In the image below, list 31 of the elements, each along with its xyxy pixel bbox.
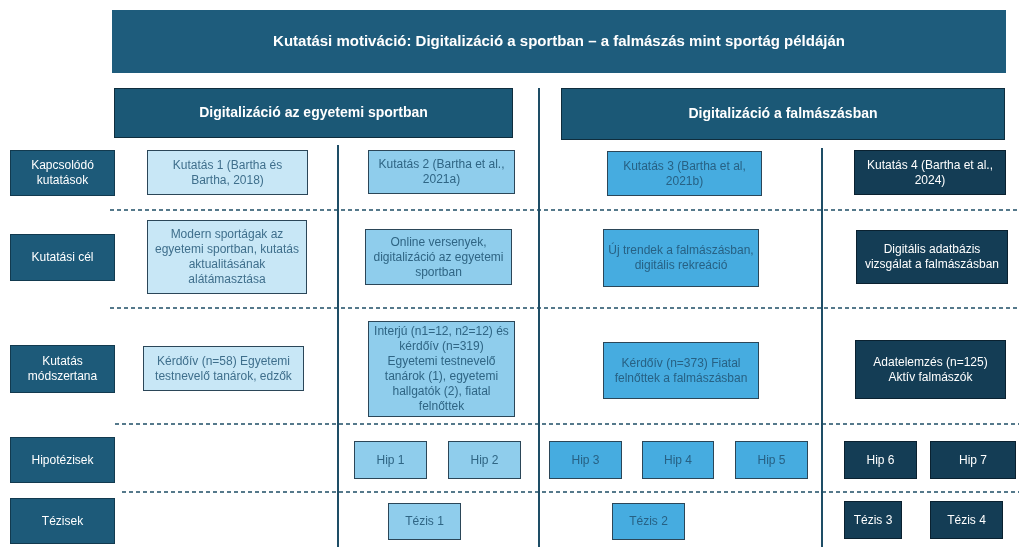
title-banner: Kutatási motiváció: Digitalizáció a sportban – a falmászás mint sportág példáján [112, 10, 1006, 73]
study-box: Kutatás 4 (Bartha et al., 2024) [854, 150, 1006, 195]
study-box: Adatelemzés (n=125) Aktív falmászók [855, 340, 1006, 399]
column-header: Digitalizáció az egyetemi sportban [114, 88, 513, 138]
row-header: Kapcsolódó kutatások [10, 150, 115, 196]
study-box: Kutatás 3 (Bartha et al, 2021b) [607, 151, 762, 196]
study-box: Hip 5 [735, 441, 808, 479]
row-header: Kutatás módszertana [10, 345, 115, 393]
study-box: Kutatás 1 (Bartha és Bartha, 2018) [147, 150, 308, 195]
study-box: Tézis 1 [388, 503, 461, 540]
row-header: Kutatási cél [10, 234, 115, 281]
study-box: Online versenyek, digitalizáció az egyetemi sportban [365, 229, 512, 285]
study-box: Hip 2 [448, 441, 521, 479]
study-box: Digitális adatbázis vizsgálat a falmászásban [856, 230, 1008, 284]
study-box: Hip 3 [549, 441, 622, 479]
study-box: Tézis 4 [930, 501, 1003, 539]
study-box: Kérdőív (n=373) Fiatal felnőttek a falmászásban [603, 342, 759, 399]
study-box: Modern sportágak az egyetemi sportban, kutatás aktualitásának alátámasztása [147, 220, 307, 294]
row-header: Tézisek [10, 498, 115, 544]
study-box: Tézis 2 [612, 503, 685, 540]
study-box: Kutatás 2 (Bartha et al., 2021a) [368, 150, 515, 194]
study-box: Kérdőív (n=58) Egyetemi testnevelő tanárok, edzők [143, 346, 304, 391]
study-box: Tézis 3 [844, 501, 902, 539]
study-box: Új trendek a falmászásban, digitális rekreáció [603, 229, 759, 287]
study-box: Hip 7 [930, 441, 1016, 479]
row-header: Hipotézisek [10, 437, 115, 483]
study-box: Hip 1 [354, 441, 427, 479]
study-box: Interjú (n1=12, n2=12) és kérdőív (n=319) Egyetemi testnevelő tanárok (1), egyetemi hallgatók (2), fiatal felnőttek [368, 321, 515, 417]
study-box: Hip 4 [642, 441, 714, 479]
column-header: Digitalizáció a falmászásban [561, 88, 1005, 140]
study-box: Hip 6 [844, 441, 917, 479]
